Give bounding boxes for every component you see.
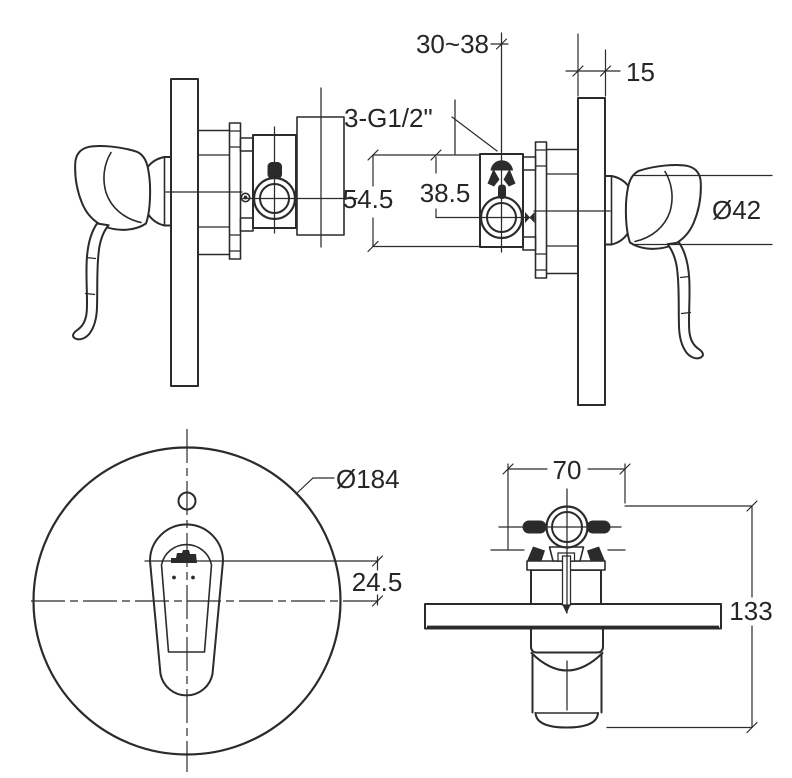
dim-label-total-depth: 133 bbox=[729, 596, 772, 626]
plate-edge bbox=[424, 603, 722, 630]
view-side-handle-left bbox=[71, 77, 358, 388]
view-top: 70 133 bbox=[424, 455, 773, 734]
handle-dot-left bbox=[172, 575, 176, 580]
dim-label-plate-diameter: Ø184 bbox=[336, 464, 400, 494]
dimension-escutcheon-diameter: Ø42 bbox=[633, 174, 773, 246]
dimension-depth-range: 30~38 bbox=[416, 29, 509, 59]
outlet-plug bbox=[267, 162, 282, 179]
dim-label-escutcheon-diameter: Ø42 bbox=[712, 195, 761, 225]
view-side-handle-right: 30~38 15 3-G1/2" 54.5 38.5 Ø42 bbox=[343, 29, 773, 407]
mounting-box bbox=[296, 87, 358, 248]
dimension-plate-thickness: 15 bbox=[565, 33, 655, 97]
dim-label-outlet-offset: 38.5 bbox=[420, 178, 471, 208]
stop-screw-dot bbox=[240, 192, 251, 203]
dim-label-plate-thickness: 15 bbox=[626, 57, 655, 87]
cartridge-wing-left bbox=[527, 546, 545, 561]
dimension-body-width: 70 bbox=[502, 455, 631, 550]
dimension-outlet-offset: 38.5 bbox=[420, 149, 471, 219]
dimension-total-depth: 133 bbox=[606, 500, 773, 734]
dimension-body-height: 54.5 bbox=[343, 149, 481, 253]
brand-logo-mark bbox=[171, 550, 197, 563]
dimension-handle-offset: 24.5 bbox=[144, 555, 403, 607]
dim-label-body-width: 70 bbox=[553, 455, 582, 485]
dim-label-threads: 3-G1/2" bbox=[344, 103, 433, 133]
view-front-plate: 24.5 Ø184 bbox=[31, 429, 402, 772]
dim-label-body-height: 54.5 bbox=[343, 184, 394, 214]
dim-label-depth-range: 30~38 bbox=[416, 29, 489, 59]
handle-dot-right bbox=[191, 575, 195, 580]
dim-label-handle-offset: 24.5 bbox=[352, 567, 403, 597]
dimension-thread-callout: 3-G1/2" bbox=[344, 103, 498, 152]
check-valve-icon bbox=[525, 212, 535, 223]
cartridge-wing-right bbox=[587, 546, 605, 561]
dimension-plate-diameter: Ø184 bbox=[295, 464, 400, 495]
shower-outlet-icon bbox=[487, 160, 516, 199]
